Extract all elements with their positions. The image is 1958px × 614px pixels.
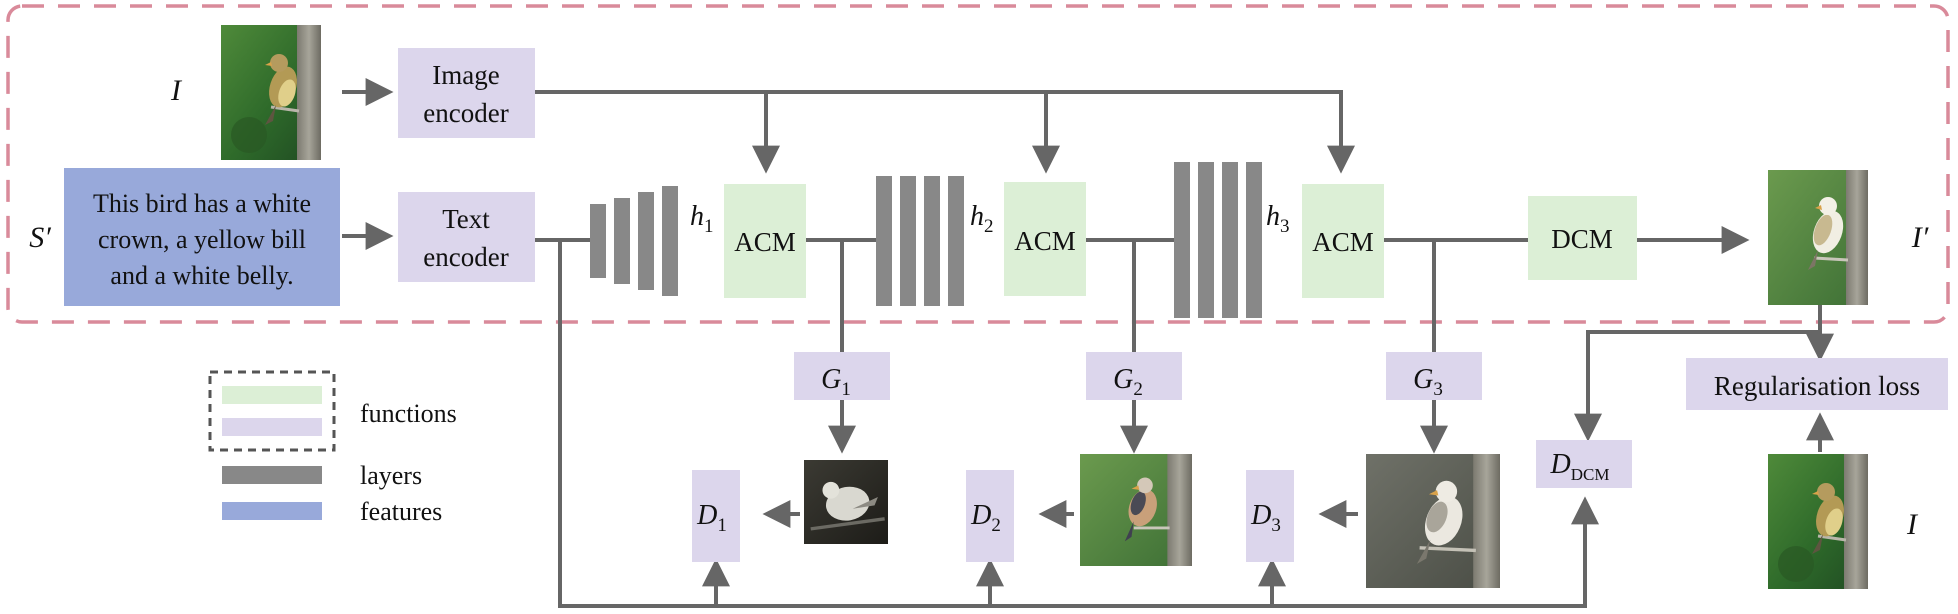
sentence-line-3: and a white belly. [110,261,293,290]
legend-green-swatch [222,386,322,404]
generator-g1: G1 [794,352,890,400]
image-encoder-label-2: encoder [423,98,508,128]
layer-stack-1 [590,186,678,296]
svg-text:G3: G3 [1413,364,1443,400]
sentence-line-1: This bird has a white [93,189,311,218]
acm-module-1: ACM [724,184,806,298]
discriminator-d3: D3 [1246,470,1294,562]
stage1-generated-image [804,460,888,544]
stage2-generated-image [1080,454,1192,566]
legend-layers-label: layers [360,461,422,490]
stage3-generated-image [1366,454,1500,588]
layer-stack-2 [876,176,964,306]
legend-layer-swatch [222,466,322,484]
image-encoder-label-1: Image [432,60,499,90]
connector-lines [342,78,1834,608]
text-feature-box: This bird has a white crown, a yellow bi… [64,168,340,306]
discriminator-d1: D1 [692,470,740,562]
input-image [221,25,321,160]
regularisation-loss-box: Regularisation loss [1686,358,1948,410]
svg-text:D3: D3 [1250,500,1281,536]
legend-purple-swatch [222,418,322,436]
discriminator-d2: D2 [966,470,1014,562]
real-image [1768,454,1868,589]
svg-text:G2: G2 [1113,364,1143,400]
input-image-symbol: I [170,74,183,107]
output-image-symbol: I′ [1911,221,1929,254]
generator-g2: G2 [1086,352,1182,400]
legend: functions layers features [208,370,457,526]
svg-text:DCM: DCM [1551,224,1613,254]
generation-pipeline-boundary [6,4,1950,324]
generator-g3: G3 [1386,352,1482,400]
sentence-line-2: crown, a yellow bill [98,225,306,254]
text-encoder-label-2: encoder [423,242,508,272]
legend-functions-frame [208,370,336,452]
hidden-state-h2: h2 [970,201,994,237]
svg-text:DDCM: DDCM [1550,449,1610,484]
acm-module-3: ACM [1302,184,1384,298]
acm-module-2: ACM [1004,182,1086,296]
svg-text:D1: D1 [696,500,727,536]
text-encoder: Text encoder [398,192,535,282]
discriminator-dcm: DDCM [1536,440,1632,488]
svg-text:D2: D2 [970,500,1001,536]
real-image-symbol: I [1906,508,1919,541]
layer-stack-3 [1174,162,1262,318]
dcm-module: DCM [1528,196,1637,280]
text-encoder-label-1: Text [442,204,490,234]
legend-feature-swatch [222,502,322,520]
svg-text:Regularisation loss: Regularisation loss [1714,371,1920,401]
svg-text:ACM: ACM [734,227,796,257]
svg-text:ACM: ACM [1312,227,1374,257]
svg-text:ACM: ACM [1014,226,1076,256]
hidden-state-h3: h3 [1266,201,1290,237]
image-encoder: Image encoder [398,48,535,138]
hidden-state-h1: h1 [690,201,714,237]
output-image [1768,170,1868,305]
legend-functions-label: functions [360,399,457,428]
legend-features-label: features [360,497,442,526]
svg-text:G1: G1 [821,364,851,400]
sentence-symbol: S′ [29,221,51,254]
